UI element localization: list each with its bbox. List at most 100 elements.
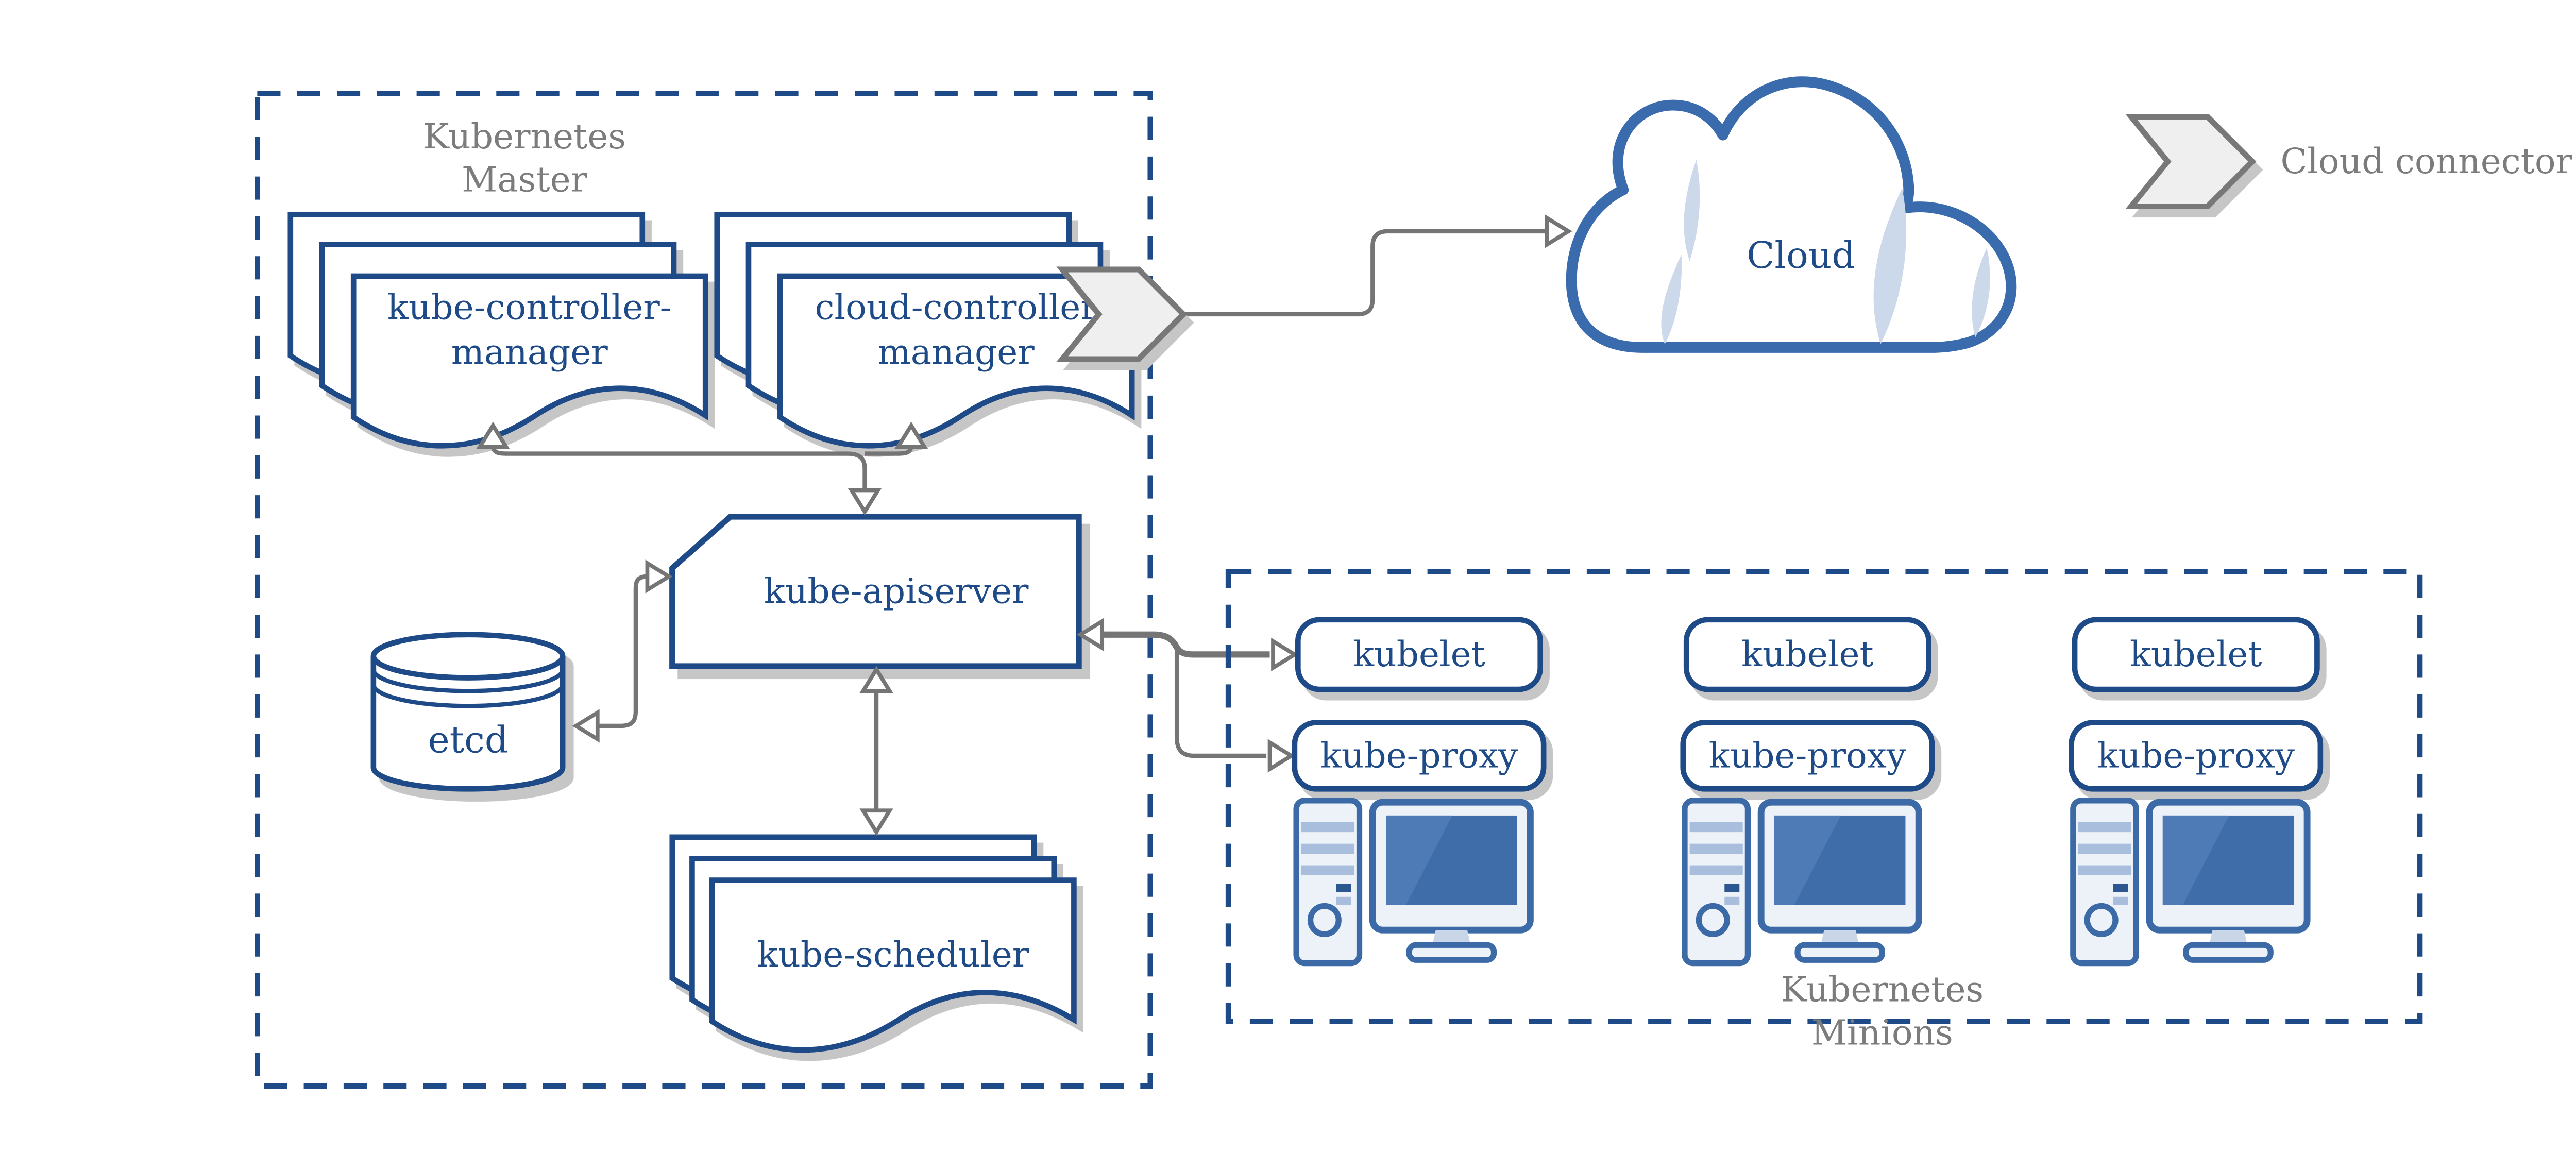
etcd-cylinder-top <box>370 632 566 681</box>
kube-controller-manager-label-line1: kube-controller- <box>387 287 672 328</box>
tower-power-button <box>1307 903 1342 937</box>
minion-column-2: kubelet kube-proxy <box>1680 617 1935 967</box>
document-stack-icon <box>714 212 1135 449</box>
cloud-controller-manager-label-line1: cloud-controller <box>815 287 1098 328</box>
node-cloud-controller-manager: cloud-controller manager <box>714 212 1135 449</box>
computer-icon <box>2070 798 2311 967</box>
kubelet-box <box>1295 617 1544 692</box>
edge-chevron-cloud <box>1183 229 1547 317</box>
edge-apiserver-etcd <box>597 574 648 728</box>
monitor-screen-highlight <box>1386 815 1452 905</box>
tower-stripe <box>1689 822 1743 833</box>
master-title-line2: Master <box>462 159 588 200</box>
computer-icon <box>1682 798 1922 967</box>
cloud-connector-icon <box>1056 266 1188 362</box>
monitor-stand <box>1432 930 1471 945</box>
tower-vent <box>2113 884 2128 892</box>
kubelet-label: kubelet <box>1353 634 1485 674</box>
tower-vent <box>1336 884 1351 892</box>
tower-stripe <box>1301 822 1354 833</box>
kubernetes-master-group: Kubernetes Master kube-controller- manag… <box>255 91 1153 1089</box>
tower-vent <box>1724 884 1740 892</box>
edge-apiserver-kubelet <box>1102 631 1270 658</box>
arrowhead-right-cloud <box>1545 214 1572 248</box>
document-stack-icon <box>287 212 708 449</box>
cloud-controller-manager-label-line2: manager <box>878 332 1035 372</box>
tower-power-button <box>1696 903 1730 937</box>
arrowhead-up-apiserver-bottom <box>859 666 893 693</box>
master-dashed-border <box>255 91 1153 1089</box>
kube-proxy-box <box>1292 720 1547 792</box>
node-cloud: Cloud <box>1566 76 2017 353</box>
minions-dashed-border <box>1225 569 2423 1024</box>
monitor-stand <box>1821 930 1859 945</box>
tower-vent <box>1336 896 1351 905</box>
minions-title-line2: Minions <box>1811 1012 1953 1053</box>
cloud-accent-1 <box>1684 160 1700 261</box>
monitor-screen-highlight <box>2162 815 2229 905</box>
tower-stripe <box>2078 843 2131 854</box>
kube-proxy-box <box>1680 720 1935 792</box>
arrowhead-up-cloud-controller <box>894 421 928 449</box>
computer-icon <box>1293 798 1534 967</box>
monitor-base <box>1794 942 1885 963</box>
legend: Cloud connector <box>2125 114 2573 210</box>
monitor-base <box>1406 942 1497 963</box>
tower-stripe <box>2078 865 2131 875</box>
edge-apiserver-to-kube-controller <box>490 445 867 489</box>
kubelet-box <box>1683 617 1931 692</box>
kubernetes-minions-group: kubelet kube-proxy kubelet <box>1225 569 2423 1053</box>
minion-column-3: kubelet kube-proxy <box>2069 617 2324 967</box>
arrowhead-left-etcd <box>572 709 600 743</box>
tower-vent <box>2113 896 2128 905</box>
kubelet-label: kubelet <box>1741 634 1874 674</box>
monitor-base <box>2183 942 2274 963</box>
kube-controller-manager-label-line2: manager <box>451 332 608 372</box>
kubelet-box <box>2072 617 2320 692</box>
edge-apiserver-kube-proxy <box>1174 651 1267 758</box>
cloud-shape <box>1566 76 2017 353</box>
cloud-label: Cloud <box>1747 234 1855 277</box>
cloud-accent-4 <box>1972 248 1990 338</box>
arrowhead-left-apiserver-right <box>1076 618 1105 652</box>
cloud-accent-3 <box>1873 188 1907 344</box>
node-etcd: etcd <box>370 632 566 792</box>
node-kube-scheduler: kube-scheduler <box>669 834 1077 1053</box>
connectors <box>476 214 1572 836</box>
node-kube-controller-manager: kube-controller- manager <box>287 212 708 449</box>
document-stack-icon <box>669 834 1077 1053</box>
etcd-ring-1 <box>371 669 565 693</box>
arrowhead-down-scheduler <box>859 808 893 836</box>
kube-scheduler-label: kube-scheduler <box>757 934 1029 975</box>
tower-stripe <box>1301 865 1354 875</box>
tower-stripe <box>1301 843 1354 854</box>
tower-stripe <box>1689 865 1743 875</box>
minions-title-line1: Kubernetes <box>1781 969 1984 1010</box>
arrowhead-right-apiserver <box>645 559 673 594</box>
kube-proxy-label: kube-proxy <box>2097 735 2295 775</box>
kube-proxy-label: kube-proxy <box>1320 735 1518 775</box>
arrowhead-right-kubelet <box>1271 637 1299 672</box>
tower-stripe <box>2078 822 2131 833</box>
kube-apiserver-label: kube-apiserver <box>764 571 1029 612</box>
apiserver-card <box>669 514 1082 669</box>
etcd-ring-2 <box>371 684 565 708</box>
kube-proxy-box <box>2069 720 2324 792</box>
cloud-connector-legend-icon <box>2125 114 2257 210</box>
cloud-accent-2 <box>1661 255 1682 344</box>
tower-vent <box>1724 896 1740 905</box>
kubelet-label: kubelet <box>2130 634 2262 674</box>
arrowhead-up-kube-controller <box>476 421 510 449</box>
monitor-screen-highlight <box>1774 815 1841 905</box>
etcd-label: etcd <box>428 718 508 761</box>
monitor-stand <box>2209 930 2248 945</box>
tower-stripe <box>1689 843 1743 854</box>
arrowhead-down-apiserver <box>848 488 882 516</box>
kube-proxy-label: kube-proxy <box>1709 735 1907 775</box>
arrowhead-right-kube-proxy <box>1267 739 1295 773</box>
document-front <box>709 877 1077 1053</box>
minion-column-1: kubelet kube-proxy <box>1292 617 1547 967</box>
tower-power-button <box>2084 903 2119 937</box>
node-kube-apiserver: kube-apiserver <box>669 514 1082 669</box>
